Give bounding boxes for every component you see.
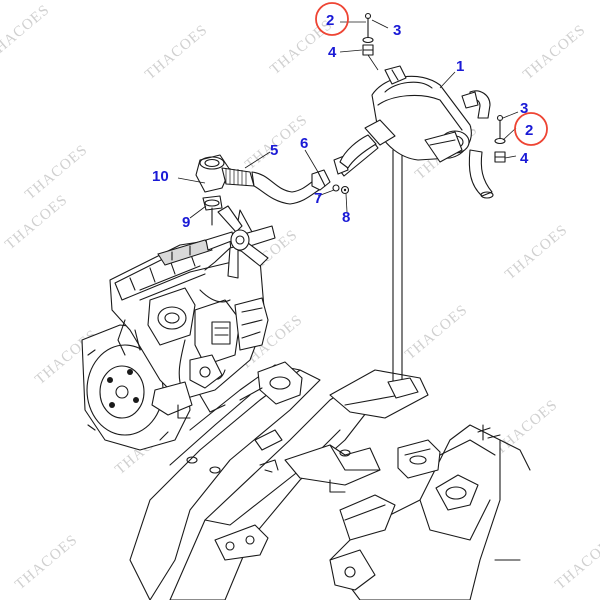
callout-7: 7 [314, 190, 322, 207]
engine-assembly [81, 234, 269, 451]
callout-2-top: 2 [326, 12, 334, 29]
callout-8: 8 [342, 209, 350, 226]
watermark-text: THACOES [142, 22, 211, 83]
loader-frame [129, 149, 531, 600]
watermark-text: THACOES [0, 2, 53, 63]
callout-4-right: 4 [520, 150, 529, 167]
callout-1: 1 [456, 58, 464, 75]
cooling-fan [204, 205, 276, 279]
watermark-text: THACOES [492, 397, 561, 458]
callout-5: 5 [270, 142, 278, 159]
watermark-text: THACOES [520, 22, 589, 83]
callout-10: 10 [152, 168, 169, 185]
callout-3-right: 3 [520, 100, 528, 117]
watermark-text: THACOES [402, 302, 471, 363]
watermark-text: THACOES [22, 142, 91, 203]
watermark-text: THACOES [12, 532, 81, 593]
callout-2-right: 2 [525, 122, 533, 139]
leader-lines [177, 19, 519, 219]
callout-9: 9 [182, 214, 190, 231]
watermark-text: THACOES [502, 222, 571, 283]
callout-4-top: 4 [328, 44, 337, 61]
highlight-circle-2-top [315, 2, 349, 36]
callout-labels: 1 2 3 4 3 2 4 5 6 7 8 9 10 [152, 12, 533, 231]
callout-3-top: 3 [393, 22, 401, 39]
highlight-circle-2-right [514, 112, 548, 146]
watermark-text: THACOES [552, 532, 600, 593]
muffler [339, 12, 506, 199]
callout-6: 6 [300, 135, 308, 152]
watermark-text: THACOES [2, 192, 71, 253]
